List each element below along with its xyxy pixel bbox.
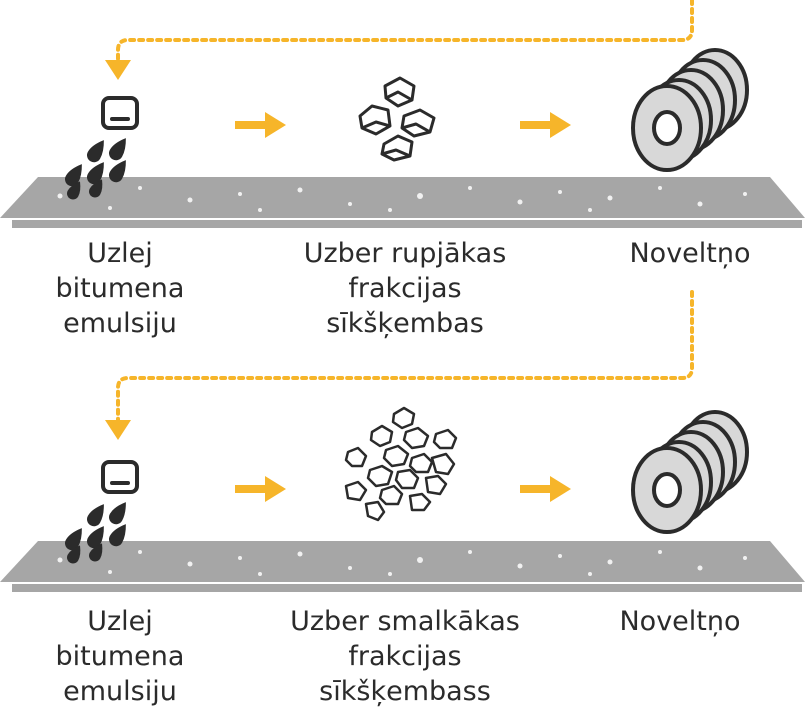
- label-line: sīkšķembas: [326, 308, 484, 339]
- label-line: frakcijas: [348, 641, 462, 672]
- step-label-chips-row-2: Uzber smalkākas frakcijas sīkšķembass: [260, 604, 550, 709]
- label-line: Uzlej: [87, 238, 153, 269]
- step-label-chips-row-1: Uzber rupjākas frakcijas sīkšķembas: [270, 236, 540, 341]
- label-line: Noveltņo: [629, 238, 751, 269]
- step-label-spray-row-1: Uzlej bitumena emulsiju: [30, 236, 210, 341]
- step-label-roll-row-2: Noveltņo: [590, 604, 770, 639]
- step-label-spray-row-2: Uzlej bitumena emulsiju: [30, 604, 210, 709]
- label-line: frakcijas: [348, 273, 462, 304]
- arrow-right-icon-row-2a: [235, 476, 286, 502]
- arrow-right-icon-row-1b: [520, 112, 571, 138]
- label-line: bitumena: [55, 273, 185, 304]
- sprayer-icon-row-1: [101, 96, 139, 130]
- dotted-loop-arrow-top: [105, 0, 694, 80]
- roller-icon-row-1: [631, 48, 749, 172]
- label-line: Noveltņo: [619, 606, 741, 637]
- road-surface-row-1: [0, 177, 805, 228]
- bitumen-drops-icon-row-1: [65, 138, 126, 200]
- label-line: bitumena: [55, 641, 185, 672]
- label-line: sīkšķembass: [319, 676, 491, 707]
- bitumen-drops-icon-row-2: [65, 502, 126, 564]
- dotted-loop-arrow-bottom: [105, 290, 694, 440]
- label-line: Uzlej: [87, 606, 153, 637]
- label-line: Uzber smalkākas: [290, 606, 520, 637]
- road-surface-row-2: [0, 541, 805, 592]
- step-label-roll-row-1: Noveltņo: [600, 236, 780, 271]
- arrow-right-icon-row-2b: [520, 476, 571, 502]
- label-line: Uzber rupjākas: [303, 238, 507, 269]
- label-line: emulsiju: [63, 676, 177, 707]
- label-line: emulsiju: [63, 308, 177, 339]
- arrow-right-icon-row-1a: [235, 112, 286, 138]
- fine-chips-icon: [344, 406, 458, 522]
- coarse-chips-icon: [358, 76, 436, 162]
- sprayer-icon-row-2: [101, 460, 139, 494]
- roller-icon-row-2: [631, 410, 749, 534]
